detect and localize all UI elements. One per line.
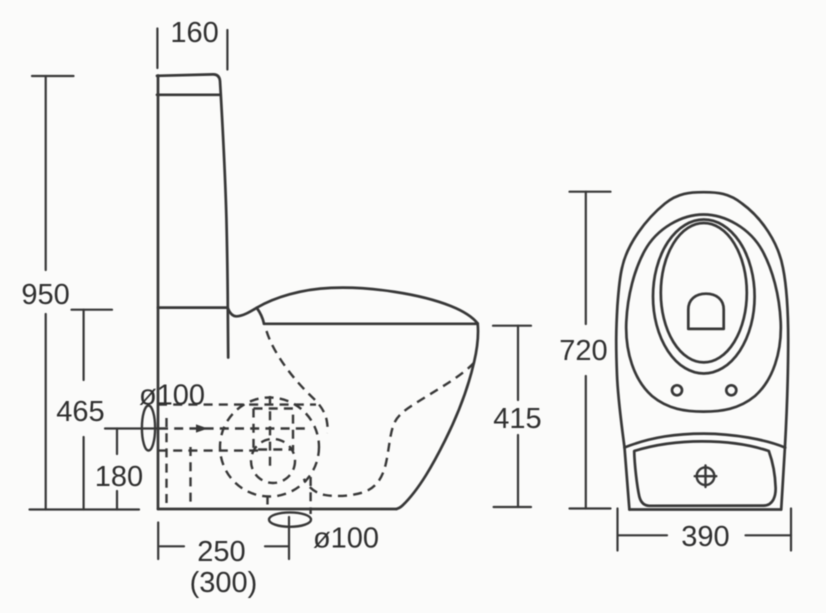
dim-tank-base-height — [70, 308, 114, 511]
dim-label-inlet-center-height: 180 — [95, 461, 143, 493]
seat-ring-oval — [651, 218, 756, 375]
seat-front-edge — [255, 306, 266, 326]
dim-label-body-height: 720 — [559, 335, 607, 367]
trapway-inner-circle — [249, 437, 297, 485]
dim-label-tank-base-height: 465 — [56, 396, 104, 428]
base-side-right — [779, 446, 787, 511]
flow-arrow — [196, 424, 208, 433]
body-shell-outline — [614, 190, 790, 450]
tank-lid-top-and-front — [155, 73, 230, 359]
dim-overall-height — [28, 74, 141, 511]
dim-label-outlet-offset: 250 — [197, 536, 245, 568]
bowl-front-outline — [395, 322, 480, 511]
seat-lid-curve — [226, 286, 480, 325]
shell-interior-dashed — [302, 361, 476, 498]
dim-label-tank-width: 160 — [170, 17, 218, 49]
trapway-connection-box — [252, 407, 295, 451]
dim-label-outlet-diameter: ø100 — [313, 523, 379, 555]
drain-symbol-cross — [693, 464, 718, 489]
seat-lid-outline — [624, 213, 783, 413]
seat-bolt-hole-left — [670, 383, 684, 397]
dim-label-rim-height: 415 — [493, 403, 541, 435]
bowl-interior-dashed — [265, 330, 329, 434]
base-recess-panel — [632, 440, 777, 508]
dim-body-width — [616, 507, 793, 552]
seat-bolt-hole-right — [724, 383, 738, 397]
front-view: 720 390 — [559, 190, 793, 553]
flush-valve-shape — [686, 292, 726, 331]
dim-label-body-width: 390 — [681, 521, 729, 553]
dim-outlet-offset — [157, 515, 291, 561]
dim-label-outlet-offset-alt: (300) — [190, 567, 258, 599]
bowl-opening-oval — [659, 221, 749, 364]
dim-label-inlet-diameter: ø100 — [139, 380, 205, 412]
base-shelf-line — [623, 432, 787, 449]
dim-body-height — [568, 190, 612, 510]
dim-inlet-center-height — [103, 427, 161, 511]
side-view: 160 950 465 180 ø100 — [21, 17, 541, 599]
base-side-left — [623, 446, 631, 511]
dim-label-overall-height: 950 — [21, 279, 69, 311]
dim-rim-height — [491, 324, 533, 509]
dim-tank-width — [156, 27, 229, 71]
